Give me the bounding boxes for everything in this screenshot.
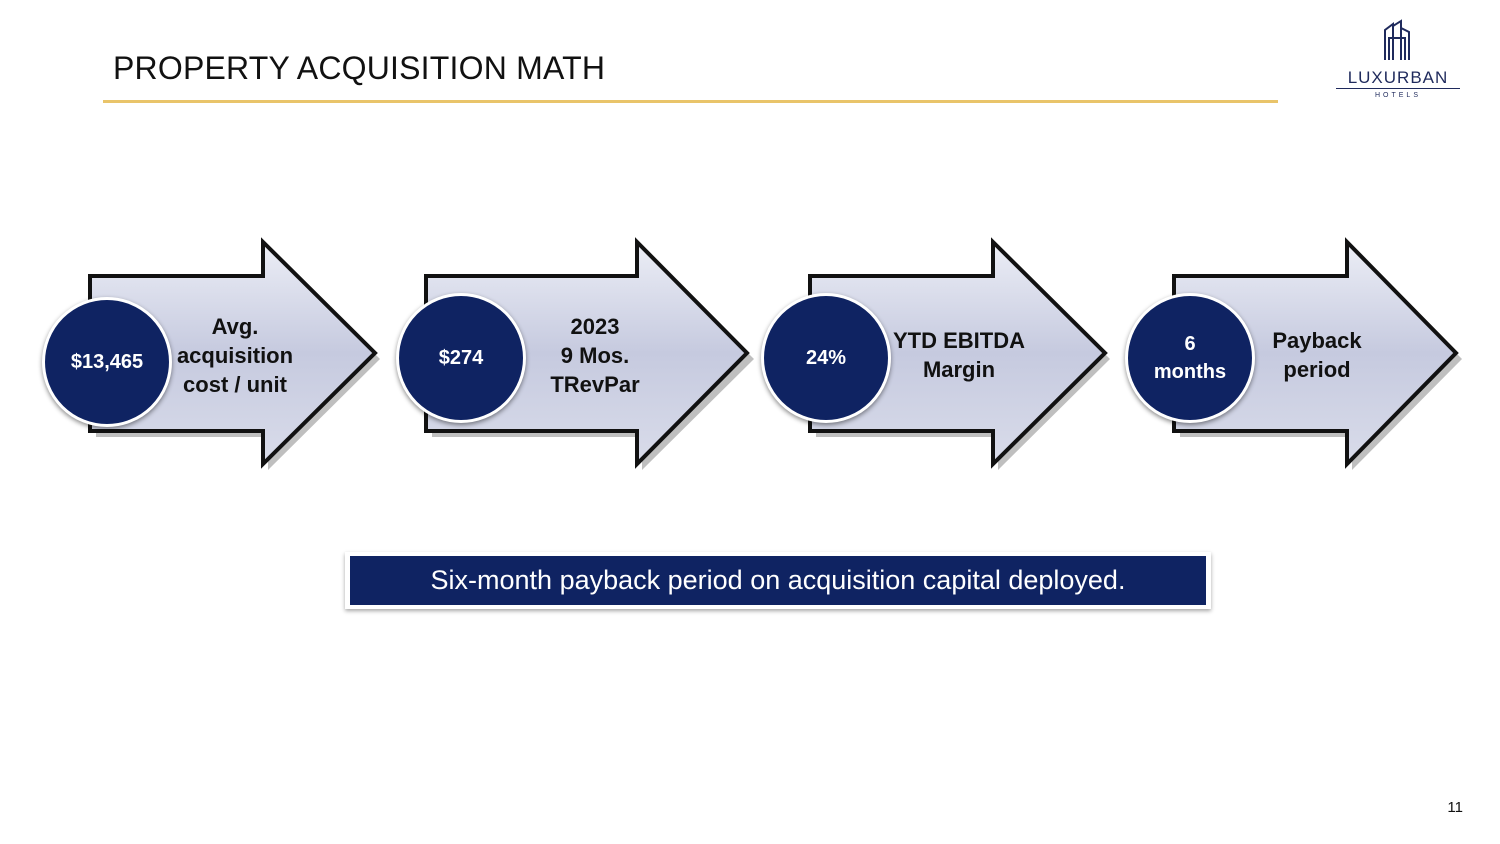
metric-value-number: 6	[1184, 333, 1196, 355]
metric-circle-3: 24%	[761, 293, 891, 423]
step-arrow-1	[85, 237, 425, 474]
step-arrow-4	[1169, 237, 1500, 474]
logo-tagline: HOTELS	[1374, 92, 1421, 99]
metric-value-unit: months	[1153, 361, 1227, 383]
metric-circle-4: 6 months	[1125, 293, 1255, 423]
logo-wordmark: LUXURBAN	[1347, 68, 1449, 87]
step-arrow-2	[421, 237, 761, 474]
slide-title: PROPERTY ACQUISITION MATH	[113, 50, 606, 86]
metric-label-3: YTD EBITDA Margin	[893, 328, 1025, 382]
metric-circle-1: $13,465	[42, 297, 172, 427]
logo-divider	[1336, 88, 1460, 89]
page-number: 11	[1447, 799, 1463, 816]
summary-callout: Six-month payback period on acquisition …	[345, 552, 1211, 609]
arrow-shape	[1172, 237, 1462, 470]
metric-label-1: Avg. acquisition cost / unit	[176, 314, 294, 397]
building-icon	[1384, 19, 1410, 60]
metric-circle-2: $274	[396, 293, 526, 423]
summary-callout-text: Six-month payback period on acquisition …	[350, 556, 1206, 605]
arrow-shape	[424, 237, 754, 470]
metric-label-4: Payback period	[1272, 328, 1362, 382]
step-arrow-3	[805, 237, 1145, 474]
arrow-shape	[808, 237, 1110, 470]
arrow-shape	[88, 237, 380, 470]
title-divider	[103, 100, 1278, 103]
metric-label-2: 2023 9 Mos. TRevPar	[550, 314, 640, 397]
